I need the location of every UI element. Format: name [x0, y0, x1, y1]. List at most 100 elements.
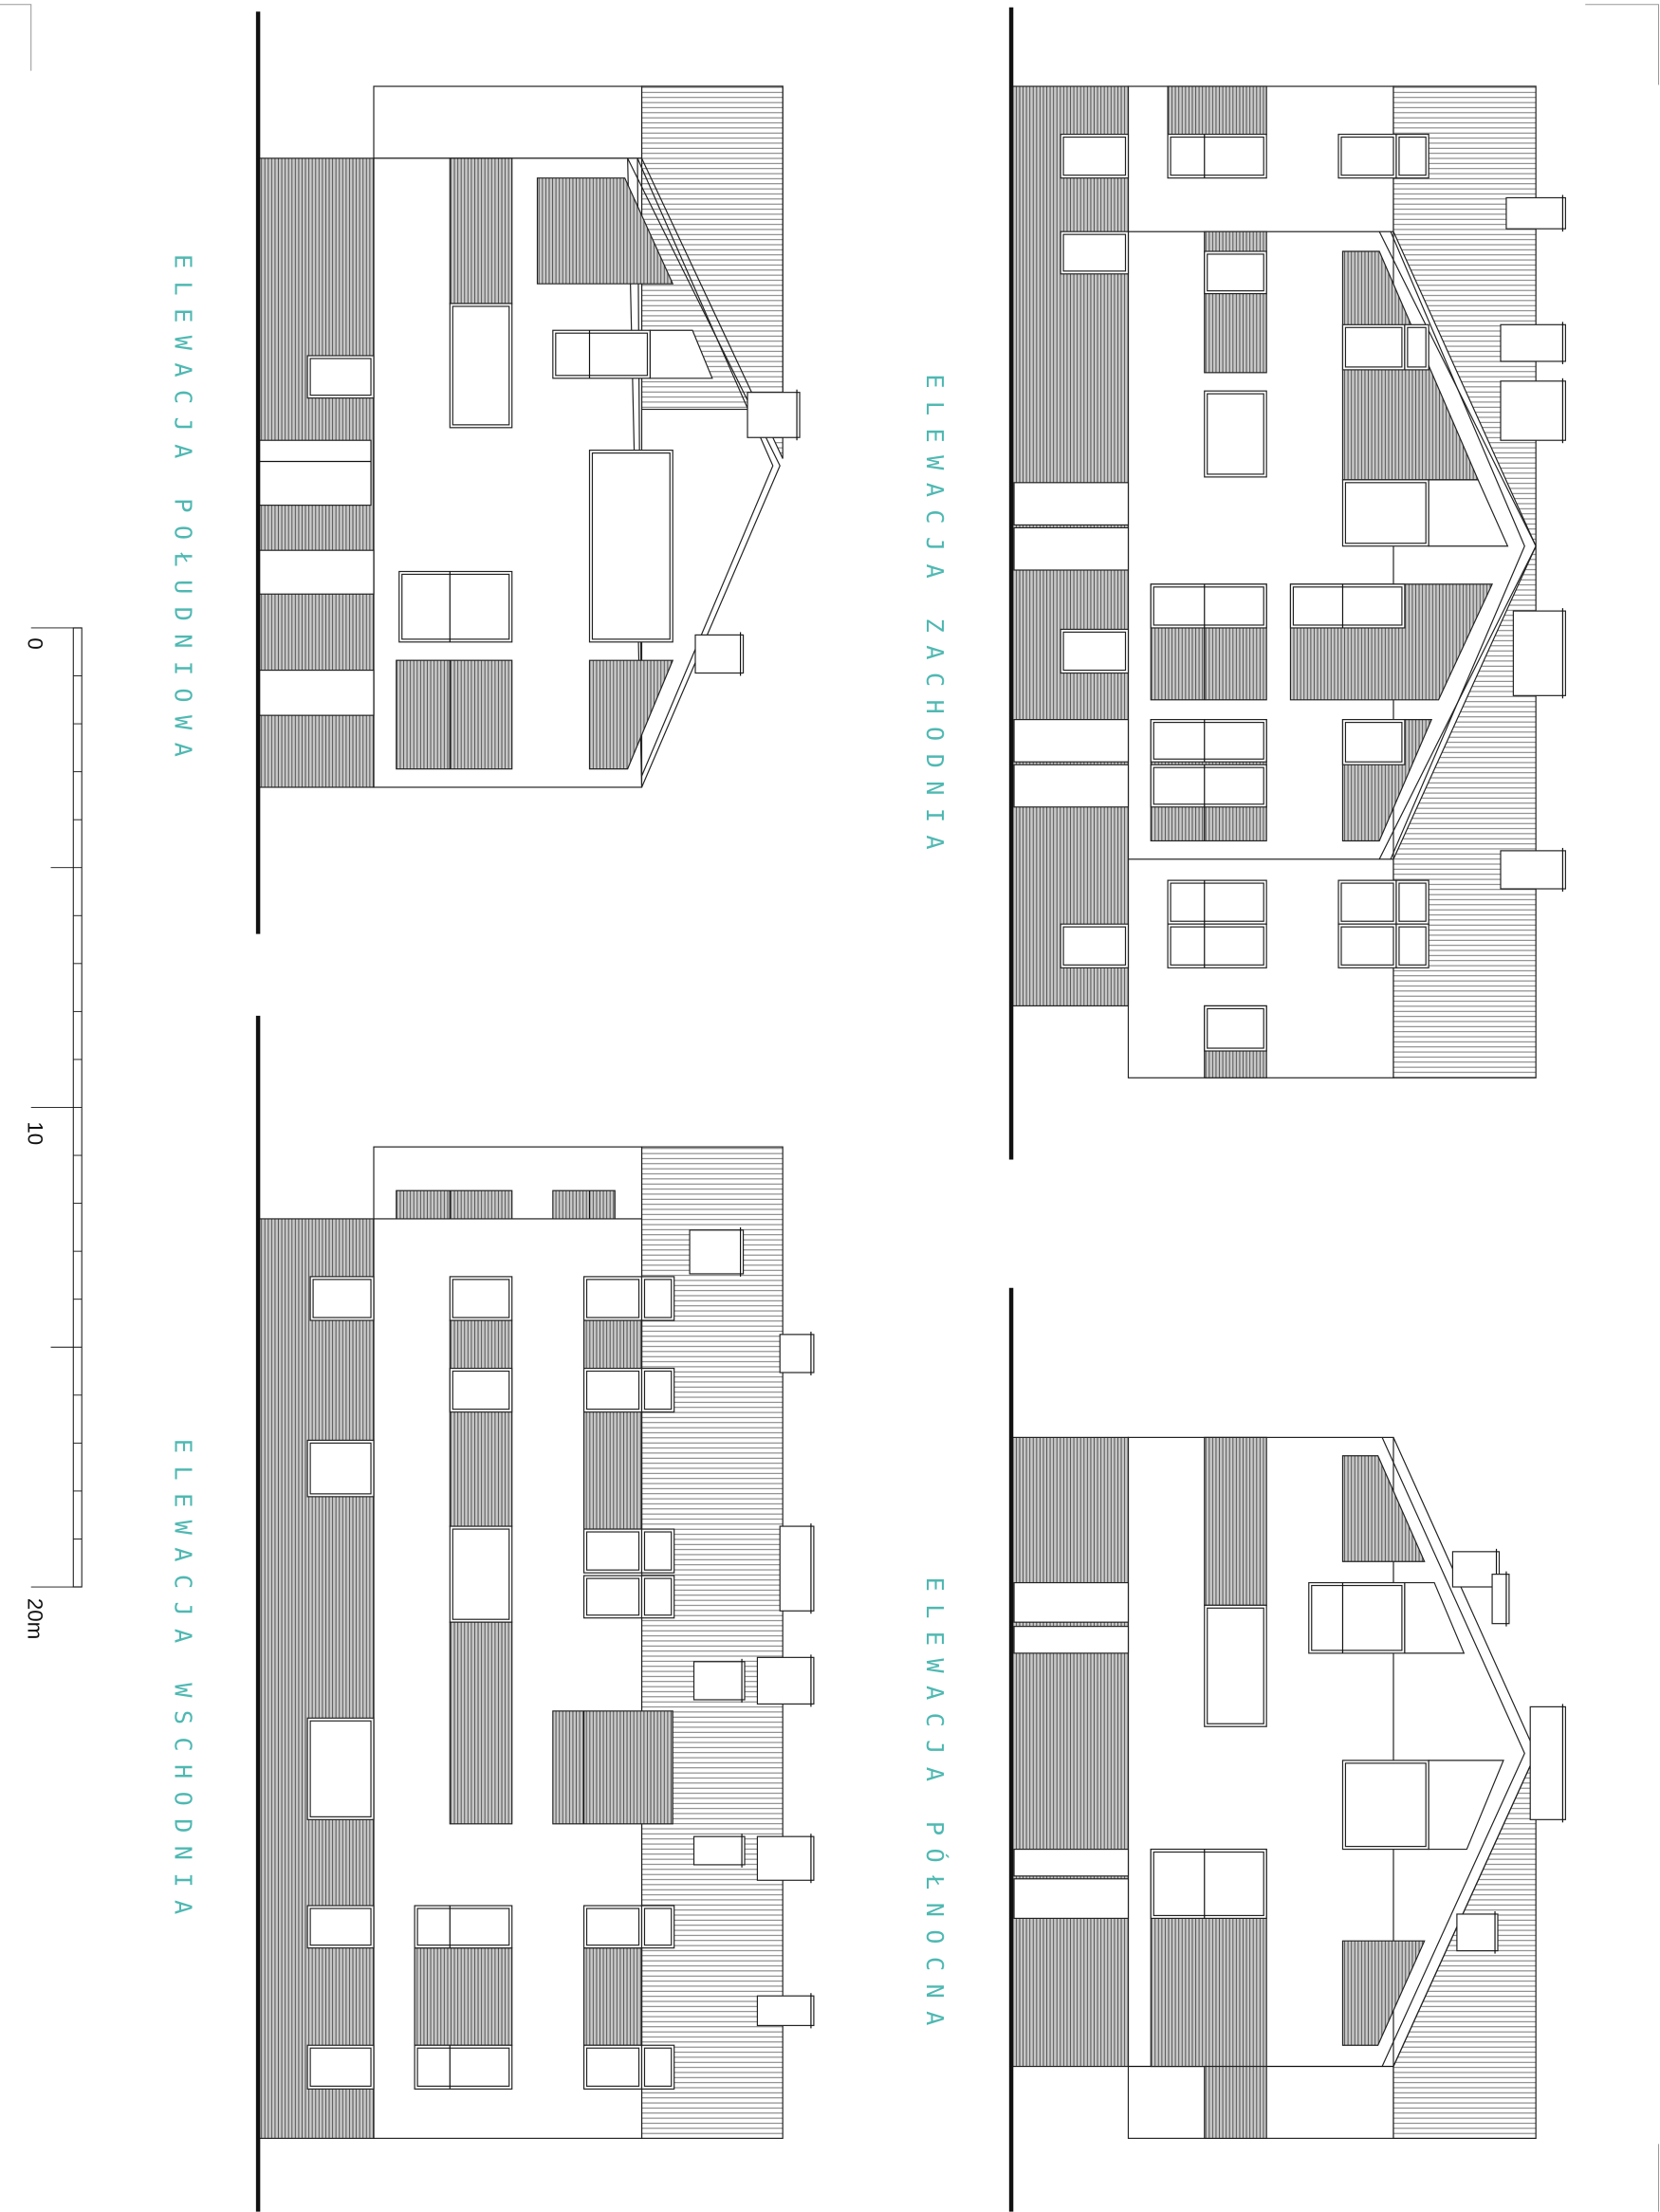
window-inner-frame [1170, 882, 1264, 922]
cladding-panel [582, 1319, 643, 1530]
window-inner-frame [309, 358, 372, 396]
window-inner-frame [1407, 326, 1427, 368]
cladding-panel [1204, 2065, 1267, 2139]
glazing [1013, 719, 1130, 763]
window-inner-frame [1344, 482, 1427, 544]
window-inner-frame [1207, 1007, 1264, 1049]
window [1308, 1581, 1406, 1654]
window-inner-frame [1344, 721, 1403, 763]
cladding-panel [257, 1218, 375, 2139]
window-inner-frame [643, 1531, 673, 1571]
window [1060, 923, 1130, 968]
window [306, 1717, 375, 1820]
window-inner-frame [1344, 1762, 1427, 1848]
window [449, 1367, 513, 1413]
cladding-panel [414, 1947, 513, 2046]
chimney [1500, 850, 1566, 890]
window [309, 1276, 375, 1321]
window [1204, 1604, 1267, 1727]
glazing [1013, 526, 1130, 571]
window [1341, 719, 1406, 765]
window [1150, 764, 1267, 808]
window-inner-frame [416, 2047, 510, 2087]
window [306, 1905, 375, 1949]
window-inner-frame [309, 1908, 372, 1946]
window [1404, 323, 1429, 371]
chimney [1500, 380, 1566, 441]
window [582, 1528, 643, 1574]
glazing [257, 669, 375, 716]
crop-mark [0, 4, 32, 71]
window-inner-frame [309, 1720, 372, 1817]
glazing [257, 439, 372, 507]
chimney [1451, 1551, 1501, 1588]
window [1060, 133, 1130, 179]
window-inner-frame [1340, 882, 1394, 922]
elevation-west [1008, 7, 1566, 1160]
window [449, 1525, 513, 1623]
elevation-north [1008, 1287, 1566, 2212]
window [582, 1367, 643, 1413]
cladding-panel [449, 1319, 513, 1527]
window-inner-frame [585, 1577, 640, 1616]
window [1337, 133, 1397, 179]
window-inner-frame [401, 573, 510, 640]
glazing [1013, 1626, 1130, 1654]
cladding-panel [396, 1189, 513, 1220]
cladding-panel [588, 659, 674, 770]
window-inner-frame [643, 1908, 673, 1946]
window-inner-frame [452, 305, 510, 426]
window [306, 355, 375, 399]
cladding-panel [1341, 1940, 1426, 2046]
window [640, 1905, 675, 1949]
window-inner-frame [1062, 136, 1127, 176]
glazing [1013, 764, 1130, 808]
glazing [1013, 1581, 1130, 1623]
chimney [1529, 1705, 1566, 1820]
window [1150, 719, 1267, 763]
window [1167, 879, 1267, 925]
glazing [1013, 1878, 1130, 1920]
window-inner-frame [452, 1528, 510, 1620]
window [1341, 323, 1406, 371]
window-inner-frame [1062, 926, 1127, 966]
window [1060, 628, 1130, 674]
chimney [1491, 1574, 1510, 1625]
window-inner-frame [1153, 586, 1264, 626]
cladding-panel [582, 1947, 643, 2046]
window [1167, 923, 1267, 968]
window [1341, 479, 1429, 547]
window [582, 2044, 643, 2090]
chimney [694, 634, 745, 674]
chimney [747, 392, 801, 438]
window [1167, 133, 1267, 179]
window-inner-frame [585, 1279, 640, 1318]
label-elevation-north: ELEWACJA PÓŁNOCNA [921, 1577, 950, 2038]
crop-marks [0, 4, 1660, 2212]
window [640, 1528, 675, 1574]
window-inner-frame [452, 1370, 510, 1410]
window [1395, 133, 1429, 179]
window-inner-frame [1170, 926, 1264, 966]
chimney [1500, 323, 1566, 362]
window-triangular [1428, 1760, 1504, 1851]
window-inner-frame [643, 1370, 673, 1410]
window [1395, 879, 1429, 925]
glazing [1013, 482, 1130, 526]
elevation-south [255, 11, 801, 934]
window-inner-frame [1292, 586, 1403, 626]
chimney [779, 1525, 815, 1612]
window-triangular [649, 329, 713, 379]
window [1341, 1760, 1429, 1851]
chimney [779, 1334, 815, 1373]
cladding-panel [1341, 1455, 1426, 1562]
window [306, 1439, 375, 1498]
window-triangular [1428, 479, 1509, 547]
window-inner-frame [1062, 233, 1127, 272]
cladding-panel [396, 659, 513, 770]
window-inner-frame [585, 1908, 640, 1946]
window [398, 570, 513, 643]
window-inner-frame [1340, 136, 1394, 176]
window [1337, 879, 1397, 925]
window [640, 1575, 675, 1619]
